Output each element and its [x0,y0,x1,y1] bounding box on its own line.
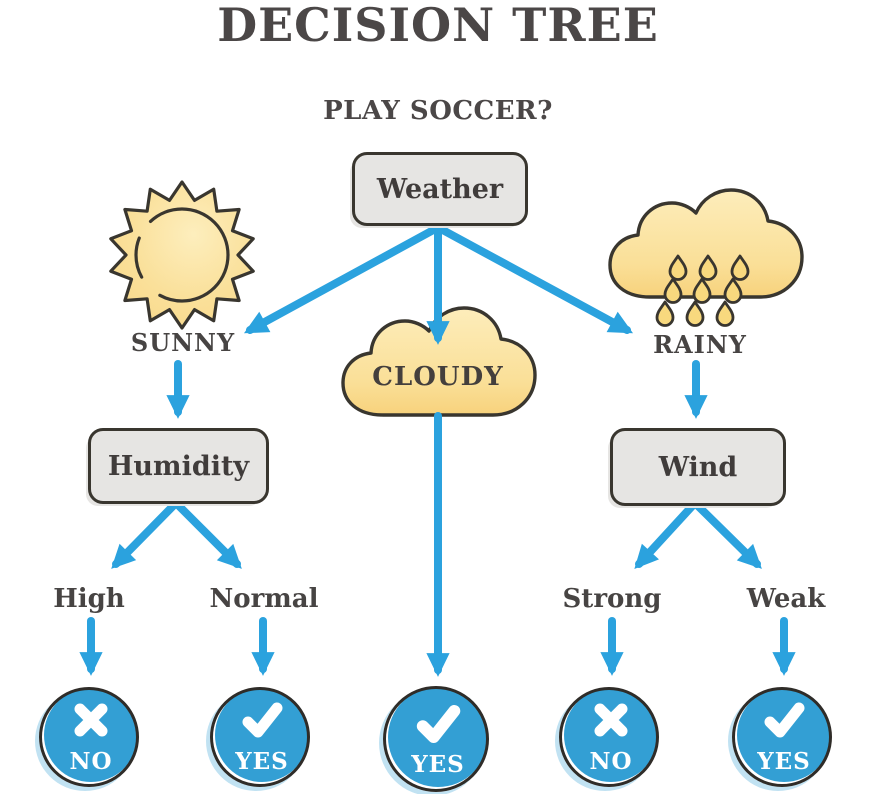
sun-icon [109,180,255,330]
arrow-weather-to-sunny [243,224,441,334]
branch-label-sunny: SUNNY [130,328,236,357]
branch-label-weak: Weak [746,584,826,614]
page-title: DECISION TREE [217,0,659,52]
arrow-humidity-to-normal [172,499,242,569]
node-wind: Wind [610,428,786,506]
rain-cloud-icon [608,188,804,327]
outcome-circle-high: NO [44,688,138,782]
branch-label-high: High [53,584,125,614]
node-wind-label: Wind [658,451,738,483]
outcome-circle-strong: NO [564,688,658,782]
node-humidity: Humidity [88,428,269,504]
question-label: PLAY SOCCER? [323,96,553,126]
outcome-circle-normal: YES [215,688,309,782]
outcome-label-yes: YES [411,751,465,778]
branch-label-cloudy: CLOUDY [372,362,504,392]
branch-label-strong: Strong [562,584,662,614]
arrow-wind-to-weak [691,499,762,569]
raindrops [655,254,750,327]
check-icon [761,697,807,743]
branch-label-normal: Normal [209,584,319,614]
node-weather: Weather [352,152,528,226]
check-icon [239,697,285,743]
arrow-weather-to-rainy [435,224,634,334]
outcome-circle-weak: YES [737,688,831,782]
cross-icon [588,697,634,743]
node-humidity-label: Humidity [107,450,250,482]
cross-icon [68,697,114,743]
outcome-label-no: NO [589,748,633,775]
outcome-label-yes: YES [235,748,289,775]
outcome-circle-cloudy: YES [388,687,488,787]
node-weather-label: Weather [376,173,504,205]
arrow-humidity-to-high [111,499,180,569]
branch-label-rainy: RAINY [653,330,747,359]
outcome-label-yes: YES [757,748,811,775]
outcome-label-no: NO [69,748,113,775]
arrow-wind-to-strong [634,499,699,570]
check-icon [413,699,463,749]
